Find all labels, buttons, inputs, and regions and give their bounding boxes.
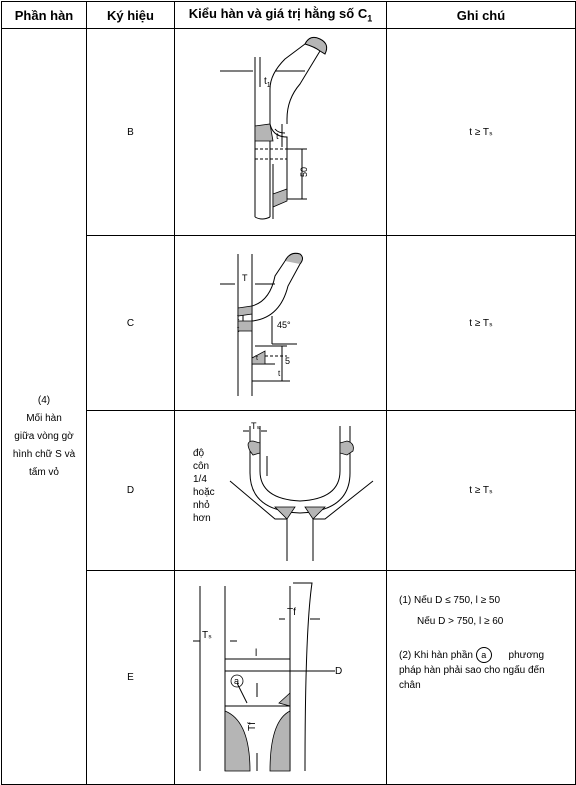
header-weld-type: Kiểu hàn và giá trị hằng số C1 bbox=[174, 1, 387, 29]
symbol-b: B bbox=[86, 28, 175, 236]
part-line: Mối hàn bbox=[26, 412, 62, 424]
label-a-circle bbox=[230, 674, 244, 688]
weld-diagram-d: Tₛ độ côn 1/4 hoặc nhỏ hơn bbox=[193, 421, 374, 561]
label-t-c: t bbox=[256, 355, 258, 362]
figure-e: Tf Tₛ l D a Tf bbox=[174, 570, 387, 785]
row-c: C bbox=[2, 235, 576, 411]
weld-diagram-c: T t t 45° t 5 t bbox=[220, 252, 303, 396]
label-taper: hơn bbox=[193, 513, 211, 524]
header-row: Phần hàn Ký hiệu Kiểu hàn và giá trị hằn… bbox=[1, 1, 576, 29]
label-taper: nhỏ bbox=[193, 499, 210, 511]
label-t: t bbox=[276, 131, 279, 141]
header-note: Ghi chú bbox=[386, 1, 576, 29]
figure-b: t1 t 50 bbox=[174, 28, 387, 236]
figure-c: T t t 45° t 5 t bbox=[174, 235, 387, 411]
weld-diagram-e: Tf Tₛ l D a Tf bbox=[193, 582, 342, 772]
part-line: giữa vòng gờ bbox=[14, 430, 74, 442]
label-5: 5 bbox=[285, 356, 290, 366]
header-symbol: Ký hiệu bbox=[86, 1, 175, 29]
label-tf-vert: Tf bbox=[247, 722, 258, 731]
part-line: hình chữ S và bbox=[12, 448, 76, 460]
figure-d: Tₛ độ côn 1/4 hoặc nhỏ hơn bbox=[174, 410, 387, 571]
note-e: (1) Nếu D ≤ 750, l ≥ 50 Nếu D > 750, l ≥… bbox=[386, 570, 576, 785]
note-e-2b: pháp hàn phải sao cho ngấu đến bbox=[399, 665, 545, 676]
note-e-2c: chân bbox=[399, 680, 421, 691]
label-taper: hoặc bbox=[193, 487, 215, 498]
note-b: t ≥ Tₛ bbox=[386, 28, 576, 236]
label-a: a bbox=[234, 676, 239, 686]
part-number: (4) bbox=[37, 394, 51, 406]
label-D: D bbox=[335, 666, 342, 677]
circle-a-badge: a bbox=[475, 647, 492, 663]
label-t-b: t bbox=[237, 325, 240, 334]
label-l: l bbox=[255, 648, 257, 659]
label-t-d: t bbox=[278, 369, 281, 378]
label-50: 50 bbox=[299, 167, 309, 177]
header-part: Phần hàn bbox=[1, 1, 87, 29]
row-d: D bbox=[2, 410, 576, 571]
symbol-e: E bbox=[86, 570, 175, 785]
label-taper: độ bbox=[193, 448, 205, 459]
note-e-2a: (2) Khi hàn phần a phương bbox=[399, 647, 569, 663]
label-45: 45° bbox=[277, 320, 291, 330]
symbol-c: C bbox=[86, 235, 175, 411]
label-t1: t1 bbox=[264, 76, 271, 89]
row-b: (4) Mối hàn giữa vòng gờ hình chữ S và t… bbox=[1, 28, 576, 785]
note-d: t ≥ Tₛ bbox=[386, 410, 576, 571]
row-e: E bbox=[2, 570, 576, 785]
note-e-1b: Nếu D > 750, l ≥ 60 bbox=[417, 616, 504, 627]
part-cell: (4) Mối hàn giữa vòng gờ hình chữ S và t… bbox=[1, 28, 87, 785]
weld-diagram-b: t1 t 50 bbox=[220, 36, 328, 220]
label-t-a: t bbox=[237, 313, 240, 322]
note-c: t ≥ Tₛ bbox=[386, 235, 576, 411]
label-taper: côn bbox=[193, 461, 209, 472]
label-tf-top: Tf bbox=[287, 607, 296, 618]
label-ts: Tₛ bbox=[251, 421, 260, 431]
label-taper: 1/4 bbox=[193, 474, 207, 485]
label-T: T bbox=[242, 273, 248, 283]
label-ts: Tₛ bbox=[202, 630, 212, 641]
symbol-d: D bbox=[86, 410, 175, 571]
part-line: tấm vỏ bbox=[28, 466, 59, 478]
note-e-1a: (1) Nếu D ≤ 750, l ≥ 50 bbox=[399, 595, 501, 606]
